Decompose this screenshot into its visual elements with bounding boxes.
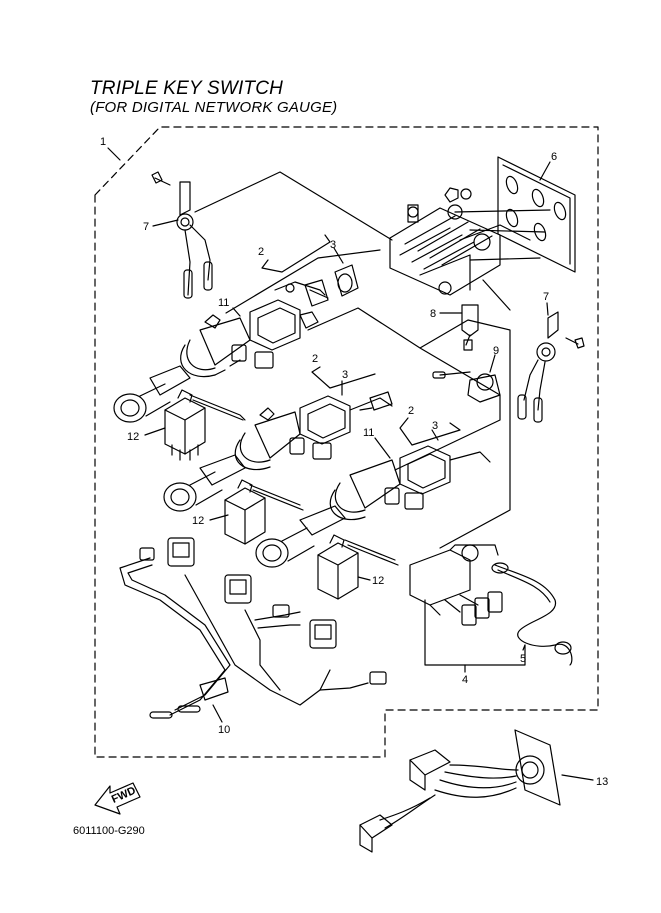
callout-12: 12 <box>192 515 204 527</box>
callout-8: 8 <box>430 308 436 320</box>
diagram-title: TRIPLE KEY SWITCH <box>90 78 284 99</box>
callout-7: 7 <box>143 221 149 233</box>
leader-lines <box>424 599 526 666</box>
bracket-8 <box>461 304 479 351</box>
leader-lines <box>194 171 393 314</box>
callout-3: 3 <box>342 369 348 381</box>
callout-6: 6 <box>551 151 557 163</box>
callout-2: 2 <box>312 353 318 365</box>
gauge-connector <box>359 729 561 853</box>
tie-strap <box>344 539 399 566</box>
stop-switch <box>409 544 573 666</box>
callout-leaders <box>107 147 594 781</box>
key-switch-upper <box>113 281 329 423</box>
callout-2: 2 <box>258 246 264 258</box>
callout-4: 4 <box>462 674 468 686</box>
callout-3: 3 <box>432 420 438 432</box>
switch-bracket <box>389 187 531 296</box>
callout-10: 10 <box>218 724 230 736</box>
callout-7: 7 <box>543 291 549 303</box>
fwd-label: FWD <box>110 785 138 806</box>
key-switch-lower <box>255 445 491 568</box>
relay-upper <box>164 389 206 461</box>
key-cap-upper <box>304 264 359 307</box>
callout-11: 11 <box>363 427 374 439</box>
callout-9: 9 <box>493 345 499 357</box>
relay-middle <box>224 479 266 545</box>
fwd-arrow <box>94 782 141 815</box>
callout-12: 12 <box>127 431 139 443</box>
callout-12: 12 <box>372 575 384 587</box>
key-cap-middle <box>359 391 393 411</box>
figure-code: 6011100-G290 <box>73 825 145 837</box>
tie-strap <box>249 484 304 511</box>
relay-lower <box>317 534 359 600</box>
cable-clamp-right <box>517 311 585 423</box>
callout-1: 1 <box>100 136 106 148</box>
leader-lines <box>454 209 551 311</box>
leader-lines <box>307 307 511 549</box>
callout-11: 11 <box>218 297 229 309</box>
cable-clamp-left <box>151 171 213 299</box>
sensor-9 <box>432 371 501 403</box>
wire-harness <box>119 537 387 719</box>
diagram-subtitle: (FOR DIGITAL NETWORK GAUGE) <box>90 99 338 116</box>
tie-strap <box>189 394 246 421</box>
callout-13: 13 <box>596 776 608 788</box>
callout-2: 2 <box>408 405 414 417</box>
panel-plate <box>497 156 576 273</box>
key-switch-middle <box>163 395 393 512</box>
callout-5: 5 <box>520 653 526 665</box>
callout-3: 3 <box>330 239 336 251</box>
